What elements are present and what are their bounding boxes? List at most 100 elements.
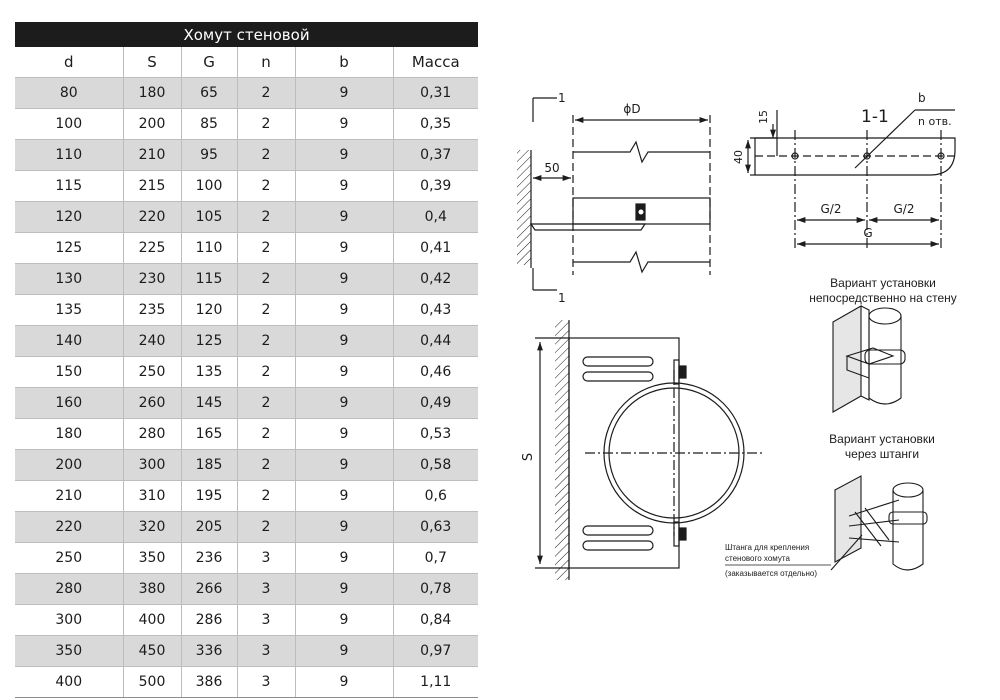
table-cell: 230 xyxy=(123,263,182,295)
table-cell: 1,11 xyxy=(393,666,479,698)
table-cell: 145 xyxy=(181,387,238,419)
table-cell: 336 xyxy=(181,635,238,667)
table-cell: 95 xyxy=(181,139,238,171)
table-cell: 0,46 xyxy=(393,356,479,388)
table-cell: 266 xyxy=(181,573,238,605)
variant-rods-title-line2: через штанги xyxy=(845,447,919,461)
table-cell: 2 xyxy=(237,418,296,450)
table-cell: 140 xyxy=(15,325,124,357)
table-cell: 225 xyxy=(123,232,182,264)
table-cell: 110 xyxy=(181,232,238,264)
table-cell: 2 xyxy=(237,170,296,202)
table-cell: 2 xyxy=(237,201,296,233)
table-cell: 9 xyxy=(295,170,394,202)
table-cell: 386 xyxy=(181,666,238,698)
table-cell: 3 xyxy=(237,635,296,667)
table-cell: 180 xyxy=(123,77,182,109)
table-cell: 0,63 xyxy=(393,511,479,543)
table-cell: 2 xyxy=(237,139,296,171)
table-cell: 2 xyxy=(237,263,296,295)
table-cell: 0,53 xyxy=(393,418,479,450)
table-cell: 0,84 xyxy=(393,604,479,636)
table-cell: 9 xyxy=(295,294,394,326)
hole-left xyxy=(791,152,799,160)
table-cell: 0,4 xyxy=(393,201,479,233)
table-cell: 9 xyxy=(295,573,394,605)
table-cell: 115 xyxy=(181,263,238,295)
g-half-left-label: G/2 xyxy=(821,202,842,216)
wall-offset-label: 50 xyxy=(544,161,559,175)
table-cell: 9 xyxy=(295,542,394,574)
table-cell: 205 xyxy=(181,511,238,543)
diameter-label: ϕD xyxy=(623,102,640,116)
table-cell: 280 xyxy=(123,418,182,450)
variant-wall-title-line2: непосредственно на стену xyxy=(809,291,957,305)
table-cell: 0,78 xyxy=(393,573,479,605)
table-cell: 2 xyxy=(237,511,296,543)
table-cell: 2 xyxy=(237,325,296,357)
table-cell: 9 xyxy=(295,635,394,667)
table-cell: 0,58 xyxy=(393,449,479,481)
table-cell: 215 xyxy=(123,170,182,202)
table-cell: 100 xyxy=(181,170,238,202)
table-cell: 2 xyxy=(237,232,296,264)
table-cell: 280 xyxy=(15,573,124,605)
table-cell: 320 xyxy=(123,511,182,543)
table-cell: 165 xyxy=(181,418,238,450)
table-cell: 2 xyxy=(237,294,296,326)
table-cell: 300 xyxy=(123,449,182,481)
table-cell: 500 xyxy=(123,666,182,698)
table-cell: 400 xyxy=(15,666,124,698)
table-cell: 0,41 xyxy=(393,232,479,264)
table-cell: 150 xyxy=(15,356,124,388)
table-cell: 180 xyxy=(15,418,124,450)
table-cell: 85 xyxy=(181,108,238,140)
table-cell: 0,42 xyxy=(393,263,479,295)
front-wall-hatch xyxy=(555,320,569,580)
section-drawing xyxy=(745,109,956,248)
column-header: S xyxy=(123,47,182,78)
column-header: n xyxy=(237,47,296,78)
table-cell: 9 xyxy=(295,418,394,450)
table-cell: 120 xyxy=(15,201,124,233)
variant-wall-title-line1: Вариант установки xyxy=(830,276,936,290)
table-cell: 9 xyxy=(295,325,394,357)
table-title: Хомут стеновой xyxy=(15,22,479,47)
table-cell: 125 xyxy=(15,232,124,264)
table-cell: 2 xyxy=(237,387,296,419)
table-cell: 135 xyxy=(181,356,238,388)
table-cell: 2 xyxy=(237,480,296,512)
table-cell: 300 xyxy=(15,604,124,636)
table-cell: 0,97 xyxy=(393,635,479,667)
table-cell: 0,7 xyxy=(393,542,479,574)
table-cell: 0,44 xyxy=(393,325,479,357)
technical-drawings: 1 1 ϕD 50 1-1 b n отв. 15 40 G/2 G/2 G xyxy=(517,91,957,580)
table-cell: 380 xyxy=(123,573,182,605)
table-cell: 0,35 xyxy=(393,108,479,140)
table-cell: 236 xyxy=(181,542,238,574)
dim-40-label: 40 xyxy=(732,150,745,164)
table-cell: 450 xyxy=(123,635,182,667)
table-cell: 240 xyxy=(123,325,182,357)
rod-note-line1: Штанга для крепления xyxy=(725,543,809,552)
table-cell: 210 xyxy=(15,480,124,512)
rod-note-line3: (заказывается отдельно) xyxy=(725,569,817,578)
table-cell: 9 xyxy=(295,263,394,295)
table-cell: 2 xyxy=(237,449,296,481)
table-cell: 9 xyxy=(295,77,394,109)
table-cell: 400 xyxy=(123,604,182,636)
table-cell: 350 xyxy=(15,635,124,667)
